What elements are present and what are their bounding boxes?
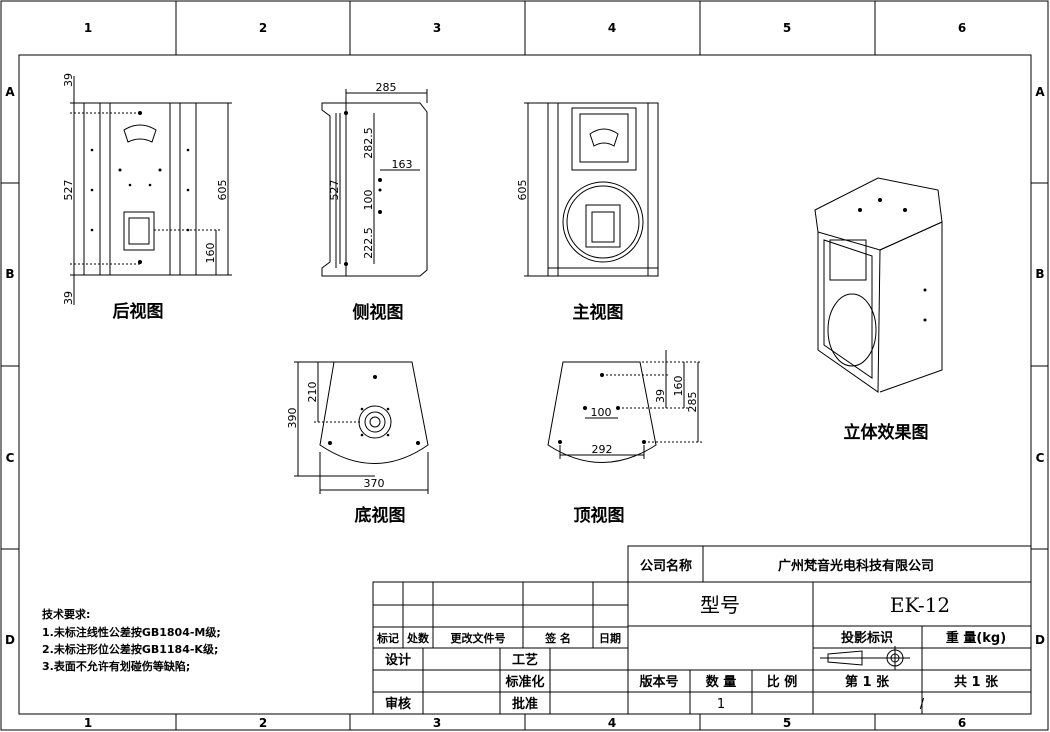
- row-label: A: [5, 85, 15, 99]
- row-label: D: [5, 633, 15, 647]
- note-item: 3.表面不允许有划碰伤等缺陷;: [42, 659, 190, 673]
- scale-label: 比 例: [767, 674, 798, 690]
- row-label: B: [5, 267, 14, 281]
- review-label: 审核: [385, 696, 411, 712]
- rev-header: 标记: [376, 631, 399, 645]
- col-label: 3: [433, 21, 441, 35]
- dim-label: 292: [592, 443, 613, 456]
- dim-label: 527: [328, 180, 341, 201]
- dim-label: 390: [286, 408, 299, 429]
- dim-label: 160: [204, 243, 217, 264]
- projection-icon: [827, 650, 863, 666]
- design-label: 设计: [385, 652, 411, 668]
- projection-label: 投影标识: [841, 630, 893, 646]
- rev-header: 日期: [599, 631, 621, 645]
- model-value: EK-12: [890, 593, 950, 617]
- view-title: 后视图: [113, 301, 164, 322]
- process-label: 工艺: [512, 652, 538, 668]
- col-label: 5: [783, 21, 791, 35]
- dim-label: 222.5: [362, 227, 375, 259]
- col-label: 6: [958, 21, 966, 35]
- bottom-view: [294, 361, 429, 494]
- iso-view: [814, 177, 943, 393]
- inner-border: [18, 54, 1032, 715]
- front-view: [524, 102, 659, 277]
- dim-label: 39: [654, 389, 667, 403]
- view-title: 顶视图: [574, 505, 625, 526]
- notes-title: 技术要求:: [42, 607, 90, 621]
- dim-label: 605: [216, 180, 229, 201]
- dim-label: 160: [672, 376, 685, 397]
- total-label: 共 1 张: [954, 674, 999, 690]
- model-label: 型号: [700, 593, 740, 617]
- dim-label: 39: [62, 291, 75, 305]
- weight-label: 重 量(kg): [946, 630, 1006, 646]
- dim-label: 527: [62, 180, 75, 201]
- rev-header: 处数: [406, 631, 430, 645]
- col-label: 1: [84, 21, 92, 35]
- col-label: 4: [608, 21, 616, 35]
- top-view: [547, 350, 702, 463]
- connector-plate: [123, 211, 155, 251]
- dim-label: 100: [591, 406, 612, 419]
- note-item: 1.未标注线性公差按GB1804-M级;: [42, 625, 221, 639]
- row-label: C: [1036, 451, 1045, 465]
- view-title: 立体效果图: [844, 422, 929, 443]
- dim-label: 370: [364, 477, 385, 490]
- view-title: 侧视图: [353, 302, 404, 323]
- col-label: 6: [958, 716, 966, 730]
- col-label: 5: [783, 716, 791, 730]
- standard-label: 标准化: [504, 674, 544, 690]
- woofer-circle: [562, 181, 644, 263]
- approve-label: 批准: [512, 696, 538, 712]
- rev-header: 更改文件号: [451, 631, 506, 645]
- dim-label: 282.5: [362, 127, 375, 159]
- dim-label: 285: [376, 81, 397, 94]
- view-title: 底视图: [355, 505, 406, 526]
- dim-label: 163: [392, 158, 413, 171]
- handle-icon: [589, 128, 619, 147]
- company-name: 广州梵音光电科技有限公司: [778, 558, 934, 574]
- col-label: 3: [433, 716, 441, 730]
- title-block: [372, 545, 1032, 715]
- sheet-label: 第 1 张: [845, 674, 890, 690]
- note-item: 2.未标注形位公差按GB1184-K级;: [42, 642, 218, 656]
- quantity-label: 数 量: [706, 674, 737, 690]
- col-label: 2: [259, 716, 267, 730]
- side-view: [321, 89, 428, 277]
- dim-label: 605: [516, 180, 529, 201]
- view-title: 主视图: [573, 302, 624, 323]
- rev-header: 签 名: [544, 631, 571, 645]
- scale-value: /: [920, 697, 925, 712]
- col-label: 2: [259, 21, 267, 35]
- version-label: 版本号: [639, 674, 678, 690]
- dim-label: 100: [362, 190, 375, 211]
- handle-icon: [123, 124, 157, 143]
- row-label: A: [1035, 85, 1045, 99]
- row-label: D: [1035, 633, 1045, 647]
- col-label: 1: [84, 716, 92, 730]
- quantity-value: 1: [717, 697, 725, 712]
- col-label: 4: [608, 716, 616, 730]
- dim-label: 39: [62, 73, 75, 87]
- technical-notes: 技术要求: 1.未标注线性公差按GB1804-M级; 2.未标注形位公差按GB1…: [42, 607, 221, 673]
- row-label: C: [6, 451, 15, 465]
- dim-label: 210: [306, 382, 319, 403]
- row-label: B: [1035, 267, 1044, 281]
- dim-label: 285: [686, 392, 699, 413]
- rear-view: [70, 76, 232, 305]
- company-label: 公司名称: [640, 558, 692, 574]
